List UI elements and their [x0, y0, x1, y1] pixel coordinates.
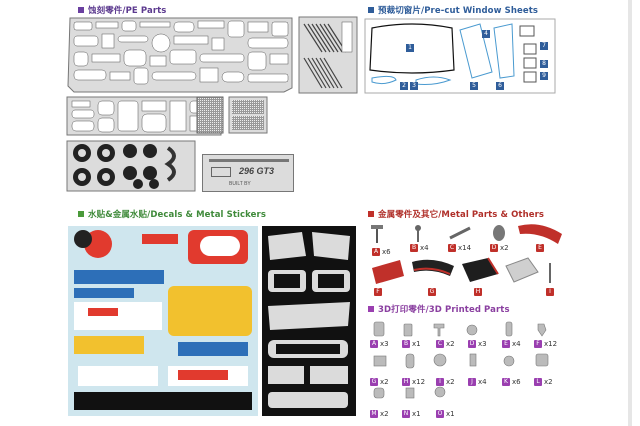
metal-label-h: H: [474, 288, 482, 296]
page-edge-line: [628, 0, 632, 426]
printed-parts-header: 3D打印零件/3D Printed Parts: [368, 303, 510, 315]
window-sheet-icon: [368, 7, 374, 13]
window-sheet: [364, 18, 556, 94]
window-number: 3: [410, 82, 418, 90]
window-sheets-header: 预裁切窗片/Pre-cut Window Sheets: [368, 4, 538, 16]
3d-print-icon: [368, 306, 374, 312]
metal-part-rod-vertical: [549, 263, 551, 283]
metal-label-i: I: [546, 288, 556, 296]
window-number: 5: [470, 82, 478, 90]
metal-part-red-cloth: [372, 260, 404, 284]
window-number: 2: [400, 82, 408, 90]
window-number: 4: [482, 30, 490, 38]
decals-title: 水贴&金属水贴/Decals & Metal Stickers: [88, 210, 266, 220]
metal-label-e: E: [536, 244, 546, 252]
printed-parts-icons: [373, 321, 549, 399]
pe-parts-title: 蚀刻零件/PE Parts: [88, 6, 167, 16]
pe-nameplate: 296 GT3 BUILT BY: [202, 154, 294, 192]
metal-part-rod: [449, 226, 471, 240]
metal-part-red-strip: [518, 224, 562, 244]
window-number: 8: [540, 60, 548, 68]
metal-parts-header: 金属零件及其它/Metal Parts & Others: [368, 208, 544, 220]
nameplate-built-by: BUILT BY: [229, 181, 251, 187]
window-number: 7: [540, 42, 548, 50]
window-number: 9: [540, 72, 548, 80]
pe-parts-header: 蚀刻零件/PE Parts: [78, 4, 166, 16]
metal-part-pin: [371, 225, 383, 243]
printed-parts-title: 3D打印零件/3D Printed Parts: [378, 305, 510, 315]
metal-part-screw: [415, 225, 421, 242]
metal-part-cylinder: [493, 225, 505, 241]
decal-icon: [78, 211, 84, 217]
decal-sheet-metal: [262, 226, 356, 416]
nameplate-model: 296 GT3: [239, 166, 275, 176]
metal-part-silver-sheet: [505, 257, 539, 283]
pe-sheet-large: [67, 17, 293, 93]
metal-label-f: F: [374, 288, 384, 296]
metal-label-g: G: [428, 288, 436, 296]
photo-etch-icon: [78, 7, 84, 13]
pe-sheet-grille: [298, 16, 358, 94]
metal-parts-icon: [368, 211, 374, 217]
window-sheets-title: 预裁切窗片/Pre-cut Window Sheets: [378, 6, 539, 16]
decals-header: 水贴&金属水贴/Decals & Metal Stickers: [78, 208, 266, 220]
pe-sheet-wheels: [66, 140, 196, 192]
metal-part-tape: [412, 259, 454, 276]
window-number: 1: [406, 44, 414, 52]
window-number: 6: [496, 82, 504, 90]
decal-sheet-color: [68, 226, 258, 416]
pe-sheet-mesh-a: [196, 96, 224, 134]
metal-parts-title: 金属零件及其它/Metal Parts & Others: [378, 210, 545, 220]
metal-part-black-sheet: [462, 257, 499, 282]
pe-sheet-mesh-b: [228, 96, 268, 134]
